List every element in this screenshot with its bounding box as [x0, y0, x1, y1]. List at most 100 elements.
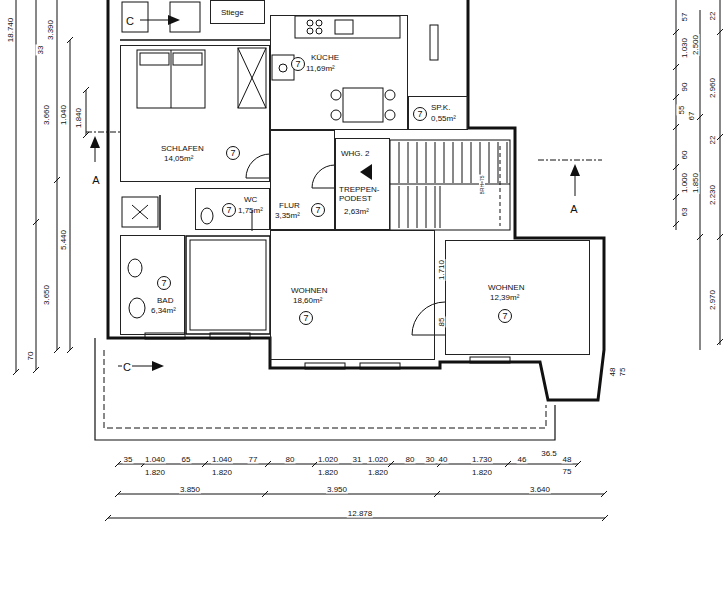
- room-number: 7: [312, 204, 324, 216]
- dimension-label: 1.820: [367, 468, 389, 477]
- dimension-label: 1.040: [211, 455, 233, 464]
- plan-line: [390, 140, 510, 230]
- dimension-label: 80: [405, 455, 416, 464]
- room: FLUR3,35m²7: [270, 130, 335, 230]
- dimension-label: 67: [687, 111, 696, 122]
- plan-line: [412, 302, 445, 335]
- room-number-circle: 7: [291, 57, 305, 71]
- dimension-label: 2.230: [708, 184, 717, 206]
- room: SCHLAFEN14,05m²7: [120, 45, 270, 182]
- room-text: 11,69m²: [306, 64, 335, 73]
- plan-line: [16, 0, 17, 372]
- plan-line: [129, 298, 145, 318]
- dimension-label: 1.030: [680, 37, 689, 59]
- plan-line: [673, 29, 723, 345]
- room-name: Stiege: [221, 8, 244, 17]
- plan-line: [360, 363, 400, 369]
- plan-line: [238, 48, 266, 108]
- room-number-circle: 7: [498, 309, 512, 323]
- room-number-circle: 7: [413, 107, 427, 121]
- plan-line: [186, 236, 270, 334]
- room-number: 7: [292, 58, 304, 70]
- room: WOHNEN18,60m² 7: [270, 230, 435, 360]
- dimension-label: 1.820: [317, 468, 339, 477]
- dimension-label: 5.440: [59, 229, 68, 251]
- room-name: WHG. 2: [341, 149, 369, 158]
- dimension-label: 3.390: [46, 19, 55, 41]
- plan-line: [108, 518, 605, 519]
- room-number: 7: [227, 147, 239, 159]
- plan-line: [13, 37, 89, 375]
- room-number: 7: [158, 277, 170, 289]
- dimension-label: 33: [36, 45, 45, 56]
- plan-line: [137, 50, 205, 108]
- dimension-label: 2.500: [691, 34, 700, 56]
- plan-line: [272, 55, 294, 80]
- dimension-label: 65: [181, 455, 192, 464]
- plan-line: [279, 64, 287, 72]
- room: WC1,75m²7: [195, 188, 270, 230]
- dimension-label: 2.960: [708, 77, 717, 99]
- plan-line: [122, 197, 158, 227]
- plan-line: [90, 136, 100, 148]
- dimension-label: 1.850: [691, 172, 700, 194]
- dimension-label: BRH=75: [479, 174, 485, 195]
- room-number-circle: 7: [299, 311, 313, 325]
- dimension-label: 1.820: [471, 468, 493, 477]
- room-name: SCHLAFEN: [161, 144, 204, 153]
- dimension-label: 1.040: [144, 455, 166, 464]
- plan-line: [470, 357, 510, 363]
- plan-line: [312, 165, 335, 188]
- dimension-label: 1.730: [471, 455, 493, 464]
- plan-line: [159, 195, 161, 230]
- room-text: 18,60m²: [293, 296, 322, 305]
- plan-line: [132, 205, 148, 219]
- dimension-label: 30: [425, 455, 436, 464]
- dimension-label: 63: [680, 207, 689, 218]
- plan-line: [331, 110, 341, 120]
- dimension-label: 3.660: [42, 104, 51, 126]
- room-name: WOHNEN: [291, 286, 327, 295]
- plan-line: [120, 39, 270, 41]
- plan-line: [700, 10, 701, 350]
- room-name: KÜCHE: [311, 53, 339, 62]
- room-text: 2,63m²: [344, 207, 369, 216]
- plan-line: [140, 20, 168, 21]
- dimension-label: 75: [618, 367, 627, 378]
- plan-line: [399, 142, 507, 183]
- dimension-label: 40: [438, 455, 449, 464]
- room-number: 7: [499, 310, 511, 322]
- dimension-label: 77: [248, 455, 259, 464]
- room-text: 12,39m²: [490, 293, 519, 302]
- dimension-label: 3.640: [529, 485, 551, 494]
- plan-line: [210, 333, 250, 339]
- plan-line: [201, 208, 213, 224]
- plan-line: [430, 25, 438, 60]
- dimension-label: 1.000: [680, 172, 689, 194]
- dimension-label: 36.5: [540, 449, 558, 458]
- dimension-label: 1.820: [211, 468, 233, 477]
- plan-line: [168, 15, 180, 25]
- plan-line: [152, 361, 164, 371]
- plan-line: [36, 0, 37, 370]
- plan-line: [316, 28, 322, 34]
- room-number-circle: 7: [157, 276, 171, 290]
- room: Stiege: [210, 0, 265, 24]
- room: KÜCHE 11,69m²7: [270, 15, 408, 130]
- plan-line: [86, 90, 87, 135]
- plan-line: [575, 175, 576, 196]
- plan-line: [70, 40, 71, 350]
- room: WHG. 2TREPPEN-PODEST2,63m²: [335, 138, 390, 230]
- dimension-label: 1.020: [317, 455, 339, 464]
- plan-line: [238, 48, 266, 108]
- plan-line: [140, 53, 169, 65]
- plan-line: [316, 20, 322, 26]
- room-number: 7: [414, 108, 426, 120]
- room-number: 7: [223, 204, 235, 216]
- room-number-circle: 7: [226, 146, 240, 160]
- plan-line: [108, 0, 604, 400]
- dimension-label: 3.850: [179, 485, 201, 494]
- room: BAD6,34m²7: [120, 235, 185, 335]
- plan-line: [307, 28, 313, 34]
- plan-line: [570, 164, 580, 176]
